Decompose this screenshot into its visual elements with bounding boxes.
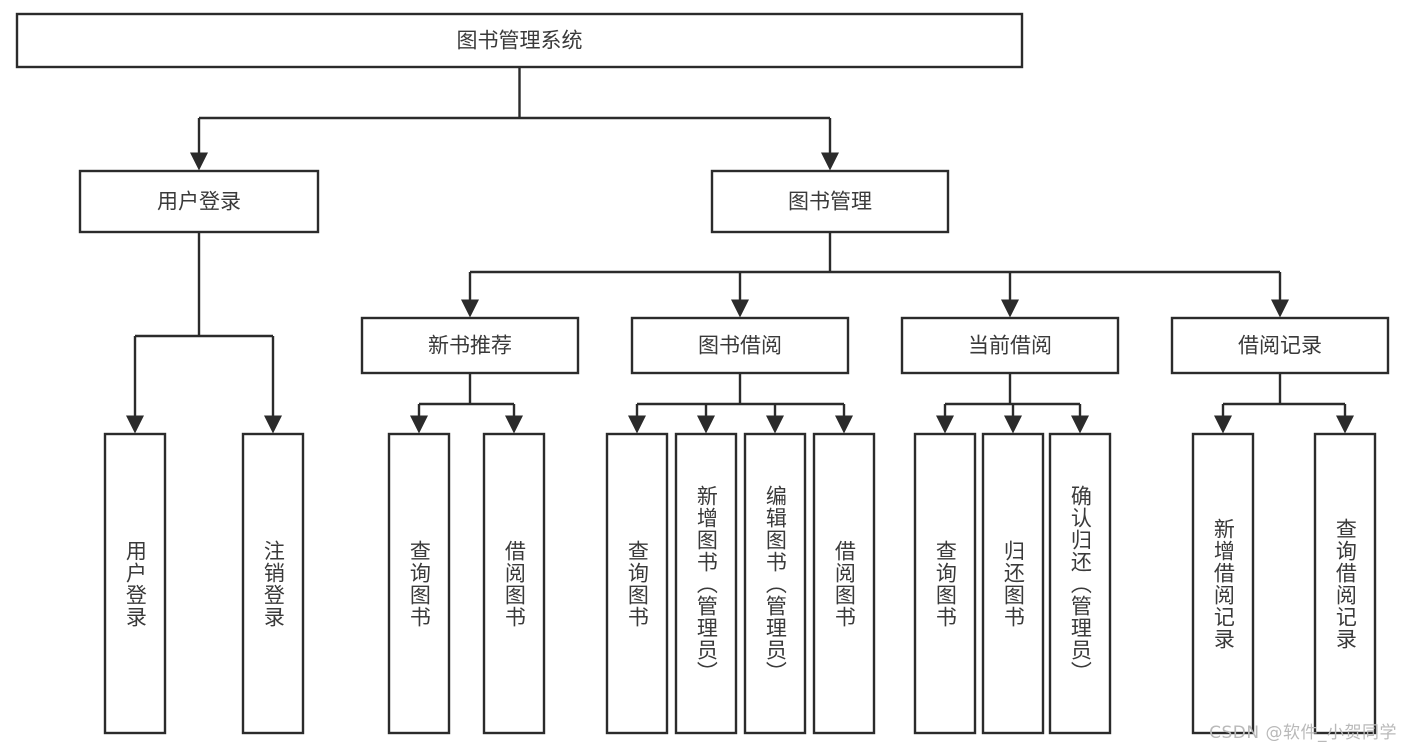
node-box-leaf-confirm-return[interactable] <box>1048 432 1112 735</box>
node-box-root[interactable] <box>15 12 1024 69</box>
arrow-head-icon <box>1214 415 1232 434</box>
arrow-head-icon <box>835 415 853 434</box>
node-label-book-manage: 图书管理 <box>788 190 872 214</box>
node-label-book-borrow: 图书借阅 <box>698 334 782 358</box>
node-box-leaf-query-record[interactable] <box>1313 432 1377 735</box>
arrow-head-icon <box>1271 299 1289 318</box>
node-box-leaf-user-logout[interactable] <box>241 432 305 735</box>
node-label-user-login: 用户登录 <box>157 190 241 214</box>
arrow-head-icon <box>766 415 784 434</box>
node-box-leaf-add-book[interactable] <box>674 432 738 735</box>
arrow-head-icon <box>1336 415 1354 434</box>
node-box-book-borrow[interactable] <box>630 316 850 375</box>
arrow-head-icon <box>628 415 646 434</box>
node-box-leaf-query-book-rec[interactable] <box>387 432 451 735</box>
arrow-head-icon <box>1071 415 1089 434</box>
node-box-borrow-record[interactable] <box>1170 316 1390 375</box>
arrow-head-icon <box>264 415 282 434</box>
boxes-layer <box>15 12 1390 735</box>
node-box-leaf-return-book[interactable] <box>981 432 1045 735</box>
arrow-head-icon <box>821 152 839 171</box>
arrow-head-icon <box>1004 415 1022 434</box>
node-label-root: 图书管理系统 <box>457 29 583 53</box>
node-box-leaf-edit-book[interactable] <box>743 432 807 735</box>
node-box-book-manage[interactable] <box>710 169 950 234</box>
node-box-current-borrow[interactable] <box>900 316 1120 375</box>
node-label-current-borrow: 当前借阅 <box>968 334 1052 358</box>
arrow-head-icon <box>731 299 749 318</box>
arrow-head-icon <box>505 415 523 434</box>
arrow-head-icon <box>697 415 715 434</box>
node-label-borrow-record: 借阅记录 <box>1238 334 1322 358</box>
node-box-leaf-user-login[interactable] <box>103 432 167 735</box>
node-box-leaf-query-book-borrow[interactable] <box>605 432 669 735</box>
node-box-leaf-borrow-book-rec[interactable] <box>482 432 546 735</box>
arrow-head-icon <box>410 415 428 434</box>
arrow-head-icon <box>461 299 479 318</box>
arrow-head-icon <box>126 415 144 434</box>
node-box-leaf-query-book-current[interactable] <box>913 432 977 735</box>
node-box-user-login[interactable] <box>78 169 320 234</box>
connectors-layer <box>126 67 1354 434</box>
arrow-head-icon <box>1001 299 1019 318</box>
arrow-head-icon <box>190 152 208 171</box>
node-box-new-book-recommend[interactable] <box>360 316 580 375</box>
arrow-head-icon <box>936 415 954 434</box>
node-label-new-book-recommend: 新书推荐 <box>428 334 512 358</box>
node-box-leaf-add-record[interactable] <box>1191 432 1255 735</box>
watermark: CSDN @软件_小贺同学 <box>1209 723 1397 743</box>
node-box-leaf-borrow-book[interactable] <box>812 432 876 735</box>
